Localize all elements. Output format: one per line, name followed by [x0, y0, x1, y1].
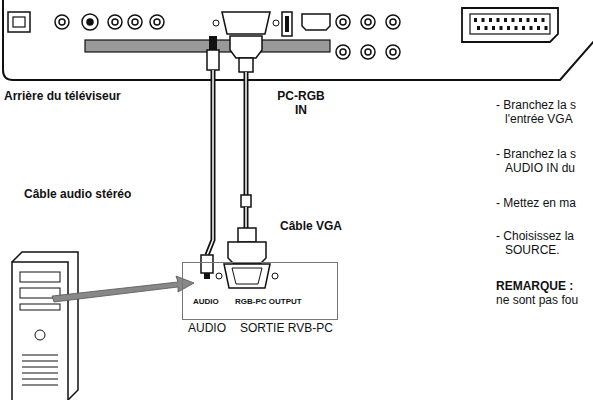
instruction-text: l'entrée VGA [505, 112, 573, 126]
note-heading: REMARQUE : [496, 279, 573, 293]
output-box: AUDIO RGB-PC OUTPUT [182, 262, 338, 320]
instruction-text: - Mettez en ma [496, 196, 576, 210]
instruction-text: - Choisissez la [496, 229, 574, 243]
port-label: PC-RGB IN [272, 89, 330, 117]
port-label: RGB-PC OUTPUT [235, 297, 302, 307]
caption-label: Arrière du téléviseur [4, 89, 121, 103]
port-label: AUDIO [193, 297, 219, 307]
instruction-text: SOURCE. [505, 243, 560, 257]
port-caption: SORTIE RVB-PC [240, 321, 333, 335]
instruction-text: - Branchez la s [496, 98, 576, 112]
cable-label: Câble audio stéréo [24, 187, 131, 201]
instruction-text: - Branchez la s [496, 147, 576, 161]
instruction-text: AUDIO IN du [505, 161, 575, 175]
port-caption: AUDIO [188, 321, 226, 335]
note-text: ne sont pas fou [496, 293, 578, 307]
cable-label: Câble VGA [280, 219, 342, 233]
